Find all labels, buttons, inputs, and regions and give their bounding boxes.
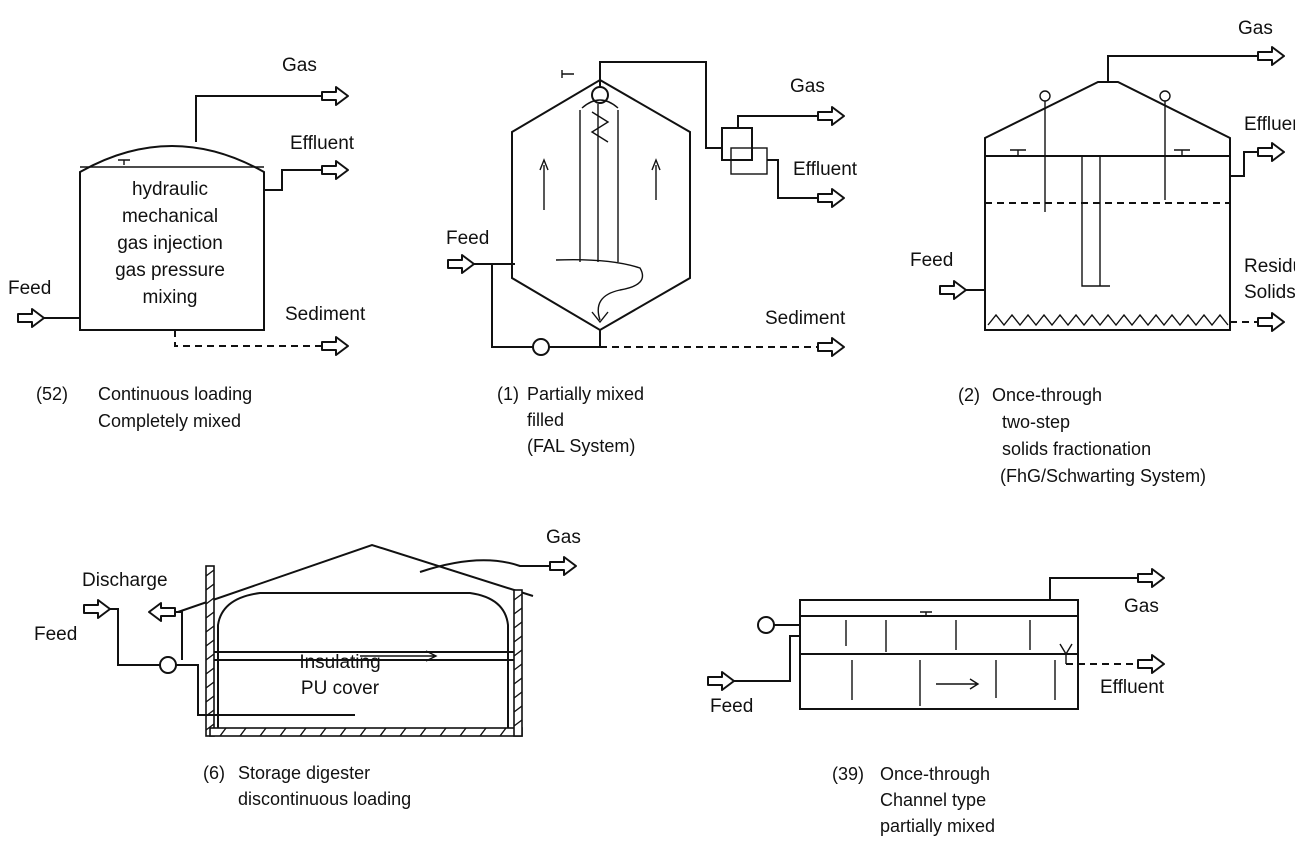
diagram-6-storage-digester: Gas Discharge Feed Insulating PU cover (…: [34, 527, 581, 809]
gas-line-2: [1107, 55, 1258, 82]
caption-52-line-2: Completely mixed: [98, 411, 241, 431]
solids-label-2: Solids: [1244, 282, 1295, 303]
feed-arrow-1: [447, 254, 475, 274]
caption-number-1: (1): [497, 384, 519, 404]
gas-label-1: Gas: [790, 76, 825, 97]
sediment-line-52: [174, 330, 322, 347]
mixing-type-5: mixing: [143, 287, 198, 308]
gas-arrow-6: [549, 556, 577, 576]
residual-solids-arrow-2: [1257, 312, 1285, 332]
feed-label-6: Feed: [34, 624, 77, 645]
tank-52: [79, 145, 265, 331]
gas-line-6: [419, 559, 550, 573]
gas-label-52: Gas: [282, 55, 317, 76]
effluent-label-2: Effluent: [1244, 114, 1295, 135]
caption-39-line-2: Channel type: [880, 790, 986, 810]
insulated-wall-right: [513, 589, 523, 737]
diagram-52-completely-mixed: Gas Effluent Feed Sediment hydraulic mec…: [8, 55, 366, 431]
insulated-floor: [209, 727, 523, 737]
sediment-label-1: Sediment: [765, 308, 846, 329]
feed-label-2: Feed: [910, 250, 953, 271]
caption-1-line-1: Partially mixed: [527, 384, 644, 404]
effluent-line-2: [1230, 151, 1258, 177]
residual-label-2: Residual: [1244, 256, 1295, 277]
diagram-39-channel-type: Gas Effluent Feed (39) Once-through Chan…: [707, 568, 1165, 836]
effluent-arrow-39: [1137, 654, 1165, 674]
caption-39-line-1: Once-through: [880, 764, 990, 784]
recirculation-pump-1: [532, 338, 550, 356]
pump-39: [757, 616, 775, 634]
caption-number-39: (39): [832, 764, 864, 784]
mixing-type-4: gas pressure: [115, 260, 225, 281]
gas-arrow-39: [1137, 568, 1165, 588]
sediment-arrow-1: [817, 337, 845, 357]
caption-number-6: (6): [203, 763, 225, 783]
tank-2: [984, 81, 1231, 331]
feed-arrow-2: [939, 280, 967, 300]
diagram-2-fhg-schwarting: Gas Effluent Feed Residual Solids (2) On…: [910, 18, 1295, 486]
caption-number-2: (2): [958, 385, 980, 405]
caption-1-line-3: (FAL System): [527, 436, 635, 456]
effluent-label-52: Effluent: [290, 133, 355, 154]
mixing-type-3: gas injection: [117, 233, 223, 254]
insulating-label-6: Insulating: [299, 652, 380, 673]
caption-2-line-2: two-step: [1002, 412, 1070, 432]
effluent-label-39: Effluent: [1100, 677, 1165, 698]
gas-line-1: [737, 115, 820, 128]
gas-line-39: [1049, 577, 1138, 600]
gas-arrow-2: [1257, 46, 1285, 66]
roof-6: [177, 543, 534, 613]
inner-cover-6: [217, 592, 509, 728]
effluent-arrow-52: [321, 160, 349, 180]
diagram-1-fal-system: Gas Effluent Feed Sediment (1) Partially…: [446, 61, 858, 456]
mixing-type-2: mechanical: [122, 206, 218, 227]
gas-line-52: [195, 95, 324, 142]
gas-arrow-1: [817, 106, 845, 126]
caption-number-52: (52): [36, 384, 68, 404]
caption-2-line-4: (FhG/Schwarting System): [1000, 466, 1206, 486]
gas-arrow-52: [321, 86, 349, 106]
effluent-arrow-2: [1257, 142, 1285, 162]
caption-2-line-3: solids fractionation: [1002, 439, 1151, 459]
caption-1-line-2: filled: [527, 410, 564, 430]
feed-arrow-39: [707, 671, 735, 691]
sediment-arrow-52: [321, 336, 349, 356]
feed-arrow-6: [83, 599, 111, 619]
feed-label-39: Feed: [710, 696, 753, 717]
feed-arrow-52: [17, 308, 45, 328]
feed-label-1: Feed: [446, 228, 489, 249]
discharge-label-6: Discharge: [82, 570, 168, 591]
gas-label-39: Gas: [1124, 596, 1159, 617]
feed-label-52: Feed: [8, 278, 51, 299]
effluent-line-52: [264, 169, 324, 191]
pump-6: [159, 656, 177, 674]
sediment-label-52: Sediment: [285, 304, 366, 325]
effluent-label-1: Effluent: [793, 159, 858, 180]
pu-cover-label-6: PU cover: [301, 678, 380, 699]
gas-label-6: Gas: [546, 527, 581, 548]
discharge-arrow-6: [148, 602, 176, 622]
gas-separator-1: [721, 127, 753, 161]
caption-52-line-1: Continuous loading: [98, 384, 252, 404]
caption-39-line-3: partially mixed: [880, 816, 995, 836]
effluent-arrow-1: [817, 188, 845, 208]
effluent-line-1: [767, 159, 820, 199]
gas-label-2: Gas: [1238, 18, 1273, 39]
caption-2-line-1: Once-through: [992, 385, 1102, 405]
caption-6-line-2: discontinuous loading: [238, 789, 411, 809]
mixing-type-1: hydraulic: [132, 179, 208, 200]
caption-6-line-1: Storage digester: [238, 763, 370, 783]
